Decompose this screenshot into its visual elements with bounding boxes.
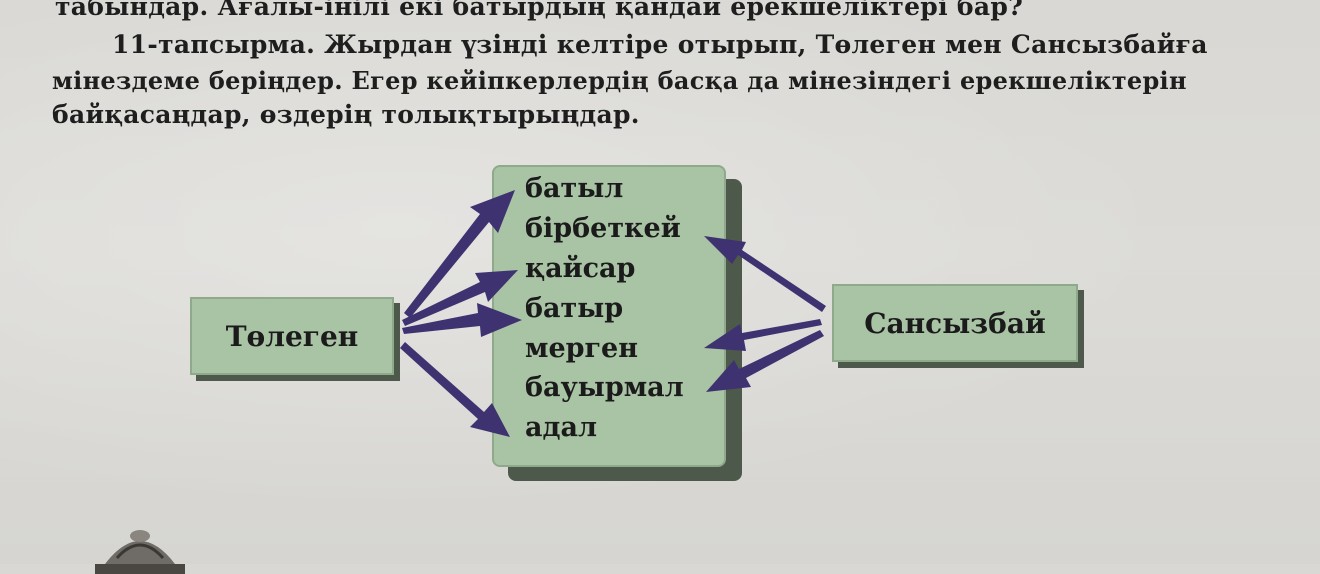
arrow-tolegen-adal [400, 342, 510, 437]
sansyzbai-box: Сансызбай [832, 284, 1078, 362]
arrow-tolegen-kaisar [402, 270, 518, 326]
text-line-3: байқасаңдар, өздерің толықтырыңдар. [52, 100, 640, 129]
character-hat-icon [95, 530, 185, 574]
task-instruction: Жырдан үзінді келтіре отырып, Төлеген ме… [315, 30, 1208, 59]
tolegen-label: Төлеген [225, 319, 359, 353]
trait-batyl: батыл [525, 173, 624, 204]
trait-birbetkei: бірбеткей [525, 213, 681, 244]
arrow-tolegen-batyl [404, 190, 515, 318]
task-number: 11-тапсырма. [112, 30, 316, 59]
sansyzbai-label: Сансызбай [864, 306, 1046, 340]
trait-bauyrmal: бауырмал [525, 372, 684, 403]
text-line-top: табындар. Ағалы-інілі екі батырдың қанда… [55, 0, 1024, 21]
arrow-sansyzbai-bauyrmal [706, 330, 824, 392]
tolegen-box: Төлеген [190, 297, 394, 375]
arrow-sansyzbai-mergen [704, 319, 822, 351]
trait-kaisar: қайсар [525, 253, 636, 284]
task-heading: 11-тапсырма. Жырдан үзінді келтіре отыры… [112, 30, 1208, 59]
arrow-tolegen-batyr [402, 303, 522, 337]
text-line-2: мінездеме беріңдер. Егер кейіпкерлердің … [52, 66, 1187, 95]
arrow-sansyzbai-birbetkei [704, 236, 826, 312]
trait-batyr: батыр [525, 293, 624, 324]
traits-box [492, 165, 726, 467]
trait-adal: адал [525, 412, 598, 443]
trait-mergen: мерген [525, 333, 638, 364]
